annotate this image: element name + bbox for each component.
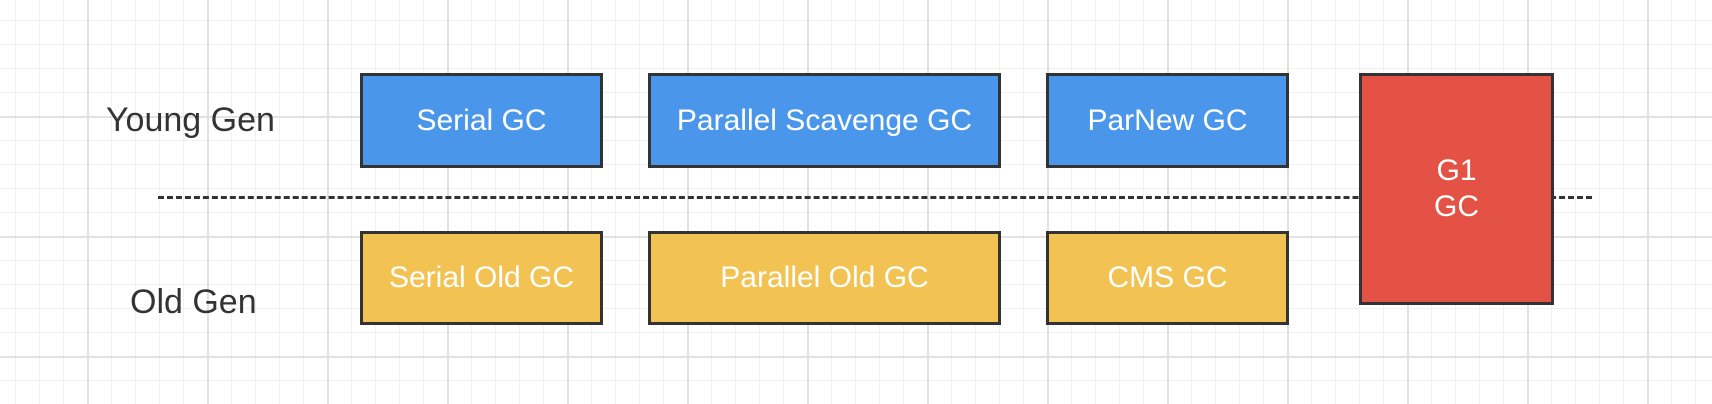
- parallel-old-gc-box: Parallel Old GC: [648, 231, 1001, 325]
- g1-gc-box: G1 GC: [1359, 73, 1554, 305]
- parallel-scavenge-gc-box: Parallel Scavenge GC: [648, 73, 1001, 168]
- old-gen-label: Old Gen: [130, 283, 257, 321]
- serial-gc-box: Serial GC: [360, 73, 603, 168]
- cms-gc-box: CMS GC: [1046, 231, 1289, 325]
- g1-label-line1: G1: [1436, 154, 1477, 187]
- young-gen-label: Young Gen: [106, 101, 275, 139]
- serial-old-gc-box: Serial Old GC: [360, 231, 603, 325]
- parnew-gc-box: ParNew GC: [1046, 73, 1289, 168]
- g1-label-line2: GC: [1434, 190, 1479, 223]
- generation-divider: [158, 196, 1592, 199]
